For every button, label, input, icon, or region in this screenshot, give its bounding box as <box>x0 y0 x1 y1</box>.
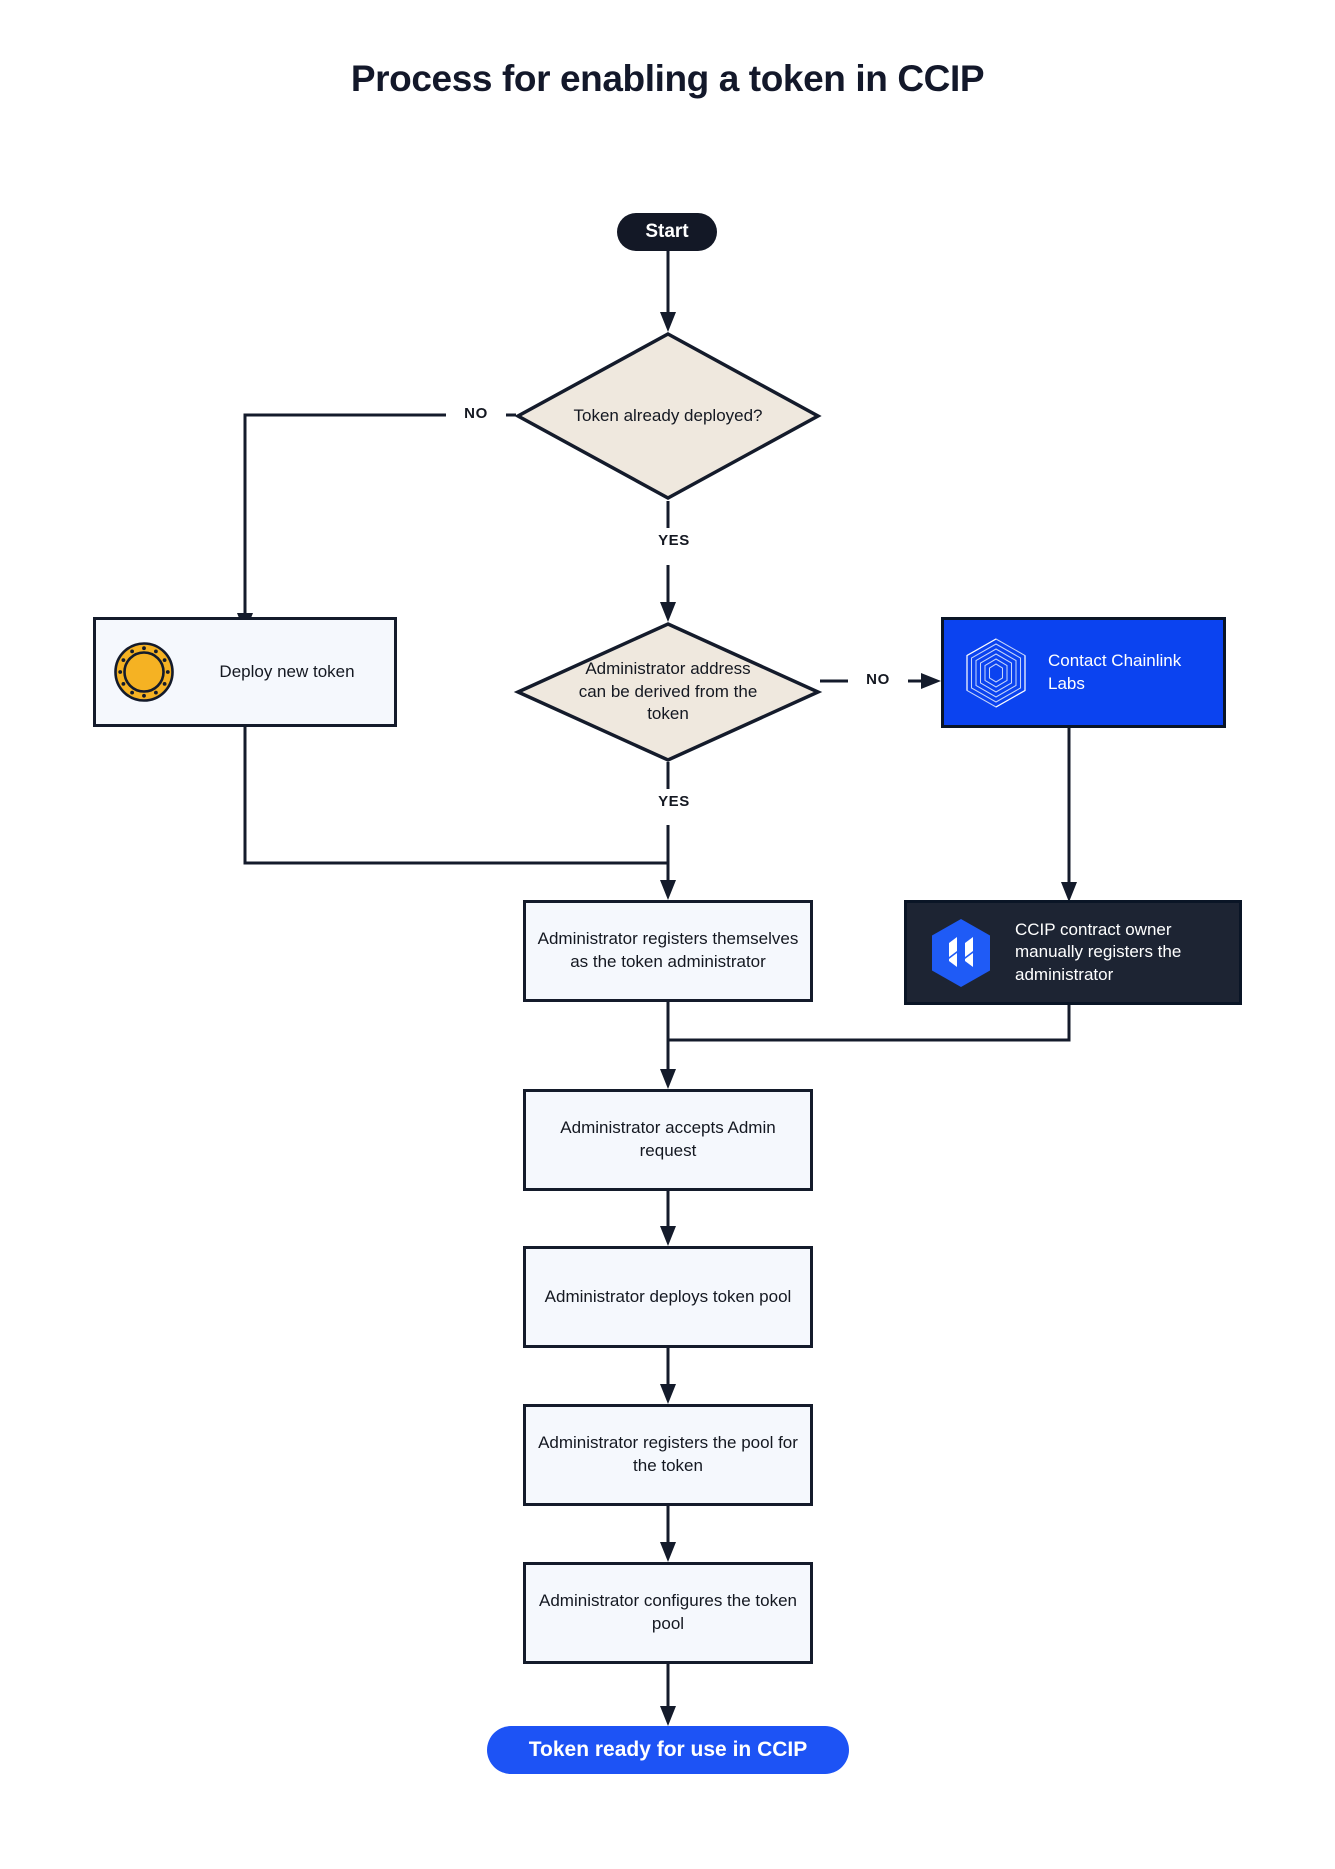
node-contact-chainlink[interactable]: Contact Chainlink Labs <box>941 617 1226 728</box>
node-admin-registers-self-label: Administrator registers themselves as th… <box>537 929 799 971</box>
arrowhead-icon <box>921 673 941 689</box>
edge-label-derived-yes: YES <box>641 791 707 812</box>
edge-label-deployed-no: NO <box>446 403 506 424</box>
node-admin-configures-pool[interactable]: Administrator configures the token pool <box>523 1562 813 1664</box>
node-contact-chainlink-label: Contact Chainlink Labs <box>1048 650 1182 693</box>
arrowhead-icon <box>660 312 676 332</box>
node-ccip-owner-registers[interactable]: CCIP contract owner manually registers t… <box>904 900 1242 1005</box>
ccip-hexagon-icon <box>907 917 1015 989</box>
edge-label-deployed-yes: YES <box>641 530 707 551</box>
node-admin-registers-pool-label: Administrator registers the pool for the… <box>538 1433 798 1475</box>
edge-deployed-no <box>243 413 516 617</box>
node-deploy-new-token-label: Deploy new token <box>219 661 355 681</box>
arrowhead-icon <box>660 602 676 622</box>
node-admin-configures-pool-label: Administrator configures the token pool <box>539 1591 797 1633</box>
arrowhead-icon <box>1061 882 1077 902</box>
arrowhead-icon <box>660 880 676 900</box>
edge-label-derived-no: NO <box>848 669 908 690</box>
arrowhead-icon <box>660 1384 676 1404</box>
gold-coin-icon <box>96 641 192 703</box>
arrowhead-icon <box>660 1069 676 1089</box>
node-admin-registers-pool[interactable]: Administrator registers the pool for the… <box>523 1404 813 1506</box>
node-admin-deploys-pool-label: Administrator deploys token pool <box>544 1286 792 1306</box>
edge-ccip-owner-merge <box>668 1005 1071 1042</box>
page-title: Process for enabling a token in CCIP <box>350 58 985 99</box>
diamond-shape <box>514 332 822 500</box>
node-decision-admin-derived[interactable]: Administrator address can be derived fro… <box>513 622 823 762</box>
node-start-label: Start <box>645 221 689 243</box>
node-ccip-owner-registers-label: CCIP contract owner manually registers t… <box>1015 919 1182 984</box>
node-admin-accepts-request[interactable]: Administrator accepts Admin request <box>523 1089 813 1191</box>
node-deploy-new-token[interactable]: Deploy new token <box>93 617 397 727</box>
diamond-shape <box>513 622 823 762</box>
edge-deploy-merge <box>243 726 668 865</box>
node-admin-deploys-pool[interactable]: Administrator deploys token pool <box>523 1246 813 1348</box>
chainlink-logo-icon <box>944 636 1048 710</box>
node-end-token-ready[interactable]: Token ready for use in CCIP <box>487 1726 849 1774</box>
node-admin-accepts-request-label: Administrator accepts Admin request <box>560 1118 776 1160</box>
node-end-token-ready-label: Token ready for use in CCIP <box>528 1737 808 1761</box>
arrowhead-icon <box>660 1542 676 1562</box>
arrowhead-icon <box>660 1706 676 1726</box>
node-decision-token-deployed[interactable]: Token already deployed? <box>514 332 822 500</box>
node-admin-registers-self[interactable]: Administrator registers themselves as th… <box>523 900 813 1002</box>
node-start[interactable]: Start <box>617 213 717 251</box>
arrowhead-icon <box>660 1226 676 1246</box>
